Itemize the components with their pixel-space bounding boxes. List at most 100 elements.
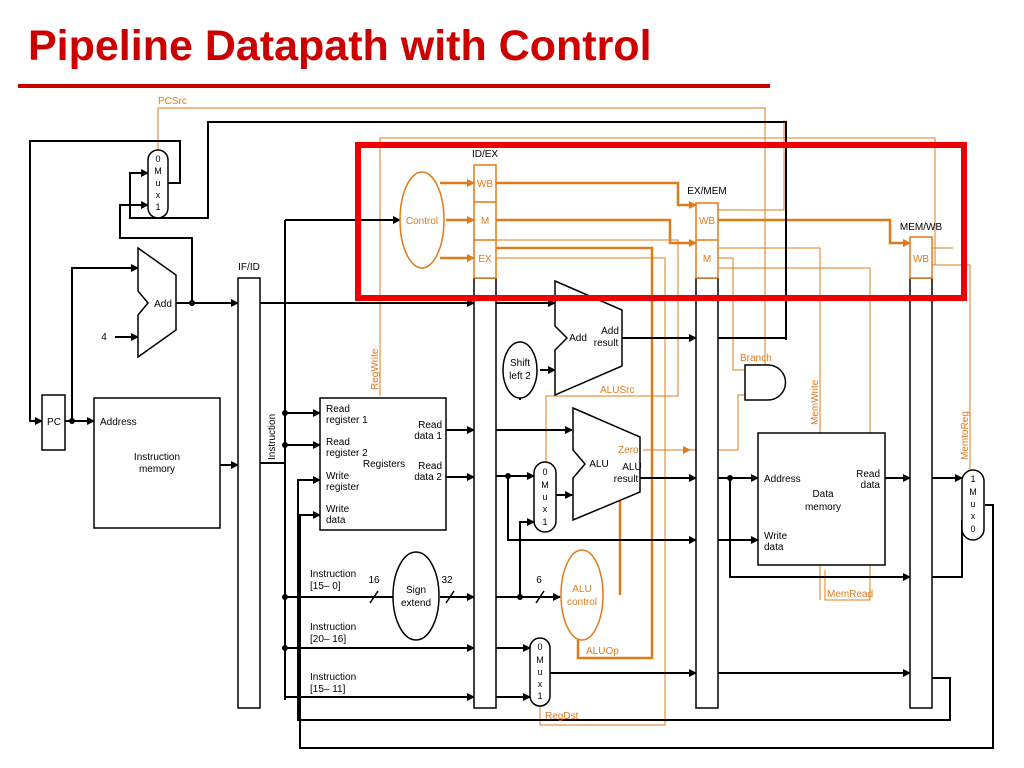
data-memory bbox=[757, 432, 886, 566]
reg-write-register-label: register bbox=[326, 482, 360, 493]
mux-label: x bbox=[543, 504, 548, 514]
sign-extend-label: Sign bbox=[406, 585, 426, 596]
pipeline-register-bars bbox=[237, 277, 933, 709]
mux-label: u bbox=[970, 499, 975, 509]
title-underline bbox=[18, 84, 770, 88]
instruction-field-20-16: [20– 16] bbox=[310, 634, 346, 645]
signal-pcsrc: PCSrc bbox=[158, 96, 187, 107]
shift-left-label: Shift bbox=[510, 358, 530, 369]
branch-adder-label: Add bbox=[569, 333, 587, 344]
shift-left-unit bbox=[502, 341, 538, 399]
memtoreg-mux bbox=[961, 469, 985, 541]
pc-adder-label: Add bbox=[154, 299, 172, 310]
signal-regwrite: RegWrite bbox=[370, 348, 381, 390]
mux-label: x bbox=[971, 511, 976, 521]
stage-wb-label: WB bbox=[477, 179, 493, 190]
wire-junctions bbox=[69, 300, 733, 651]
bus-width-marks bbox=[369, 590, 545, 604]
stage-field-boxes bbox=[473, 164, 933, 279]
reg-write-register-label: Write bbox=[326, 471, 350, 482]
mux-label: x bbox=[156, 190, 161, 200]
branch-adder bbox=[554, 279, 623, 397]
mux-label: 1 bbox=[155, 202, 160, 212]
dmem-address-label: Address bbox=[764, 474, 801, 485]
alusrc-mux bbox=[533, 461, 557, 533]
pc-mux bbox=[147, 149, 169, 219]
reg-read-register-2-label: Read bbox=[326, 437, 350, 448]
signal-alusrc: ALUSrc bbox=[600, 385, 634, 396]
reg-read-register-2-label: register 2 bbox=[326, 448, 368, 459]
bus-width-6: 6 bbox=[536, 575, 542, 586]
mux-label: u bbox=[542, 492, 547, 502]
bus-width-16: 16 bbox=[368, 575, 380, 586]
alu-control-label: ALU bbox=[572, 584, 591, 595]
reg-read-data-2-label: Read bbox=[418, 461, 442, 472]
alu bbox=[572, 406, 641, 522]
reg-write-data-label: Write bbox=[326, 504, 350, 515]
stage-wb-label: WB bbox=[699, 216, 715, 227]
mux-label: M bbox=[154, 166, 162, 176]
mux-label: u bbox=[537, 667, 542, 677]
control-unit bbox=[399, 171, 445, 269]
id-ex-label: ID/EX bbox=[472, 149, 498, 160]
mux-label: M bbox=[969, 487, 977, 497]
alu-control-label: control bbox=[567, 597, 597, 608]
ex-mem-label: EX/MEM bbox=[687, 186, 726, 197]
stage-wb-label: WB bbox=[913, 254, 929, 265]
alu-label: ALU bbox=[589, 459, 608, 470]
dmem-read-data-label: data bbox=[861, 480, 881, 491]
sign-extend-unit bbox=[392, 551, 440, 641]
signal-regdst: RegDst bbox=[545, 711, 579, 722]
instruction-field-15-0: [15– 0] bbox=[310, 581, 341, 592]
slide-title: Pipeline Datapath with Control bbox=[28, 22, 652, 70]
stage-m-label: M bbox=[703, 254, 711, 265]
imem-address-label: Address bbox=[100, 417, 137, 428]
signal-aluop: ALUOp bbox=[586, 646, 619, 657]
instruction-field-15-0: Instruction bbox=[310, 569, 356, 580]
reg-read-data-2-label: data 2 bbox=[414, 472, 442, 483]
add-result-label: result bbox=[594, 338, 619, 349]
shift-left-label: left 2 bbox=[509, 371, 531, 382]
imem-name-label: Instruction bbox=[134, 452, 180, 463]
add-result-label: Add bbox=[601, 326, 619, 337]
mem-wb-label: MEM/WB bbox=[900, 222, 943, 233]
dmem-read-data-label: Read bbox=[856, 469, 880, 480]
signal-memtoreg: MemtoReg bbox=[960, 411, 971, 460]
imem-name-label: memory bbox=[139, 464, 175, 475]
stage-ex-label: EX bbox=[478, 254, 492, 265]
mux-label: 1 bbox=[542, 517, 547, 527]
mux-label: 0 bbox=[537, 642, 542, 652]
reg-read-data-1-label: Read bbox=[418, 420, 442, 431]
pc-label: PC bbox=[47, 417, 61, 428]
register-file bbox=[319, 397, 447, 531]
alu-result-label: result bbox=[614, 474, 639, 485]
mux-label: 0 bbox=[970, 524, 975, 534]
reg-write-data-label: data bbox=[326, 515, 346, 526]
datapath-wires bbox=[29, 121, 994, 749]
control-buses bbox=[440, 179, 911, 660]
signal-branch: Branch bbox=[740, 353, 772, 364]
instruction-memory bbox=[93, 397, 221, 529]
mux-label: 0 bbox=[155, 154, 160, 164]
dmem-write-data-label: data bbox=[764, 542, 784, 553]
alu-control-unit bbox=[560, 549, 604, 641]
mux-label: M bbox=[536, 655, 544, 665]
alu-result-label: ALU bbox=[622, 462, 641, 473]
signal-memread: MemRead bbox=[827, 589, 873, 600]
pc-adder bbox=[137, 246, 177, 359]
dmem-write-data-label: Write bbox=[764, 531, 788, 542]
mux-label: x bbox=[538, 679, 543, 689]
signal-memwrite: MemWrite bbox=[810, 379, 821, 425]
sign-extend-label: extend bbox=[401, 598, 431, 609]
instruction-field-15-11: Instruction bbox=[310, 672, 356, 683]
instruction-field-15-11: [15– 11] bbox=[310, 684, 346, 695]
const-four-label: 4 bbox=[101, 332, 107, 343]
program-counter bbox=[41, 394, 66, 451]
mux-label: 1 bbox=[537, 691, 542, 701]
dmem-name-label: Data bbox=[812, 489, 834, 500]
control-unit-label: Control bbox=[406, 216, 438, 227]
regdst-mux bbox=[529, 637, 551, 707]
mux-label: 0 bbox=[542, 467, 547, 477]
reg-read-register-1-label: register 1 bbox=[326, 415, 368, 426]
